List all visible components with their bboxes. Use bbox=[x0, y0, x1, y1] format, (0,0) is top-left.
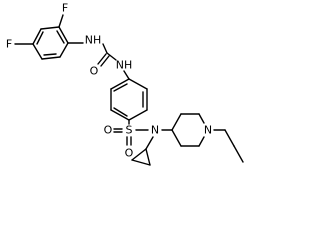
atom-o-urea: O bbox=[90, 65, 99, 78]
propyl-chain bbox=[213, 129, 244, 163]
cyclopropyl-ring bbox=[131, 148, 151, 166]
benzene-ring bbox=[110, 78, 148, 121]
bond-carbonyl-o-2 bbox=[100, 55, 110, 67]
bond-carbonyl-nh bbox=[106, 52, 117, 61]
atom-n-piperidine: N bbox=[204, 124, 212, 137]
atom-nh-left: NH bbox=[85, 34, 102, 47]
atom-o-sulfonyl-bottom: O bbox=[125, 147, 134, 160]
atom-n-sulfonamide: N bbox=[151, 124, 159, 137]
atom-f-top: F bbox=[62, 2, 68, 15]
difluorophenyl-ring bbox=[32, 26, 69, 60]
atom-nh-right: NH bbox=[116, 59, 133, 72]
molecule-diagram: F F NH O NH S O O N bbox=[6, 2, 244, 166]
bond-nh-carbonyl bbox=[102, 43, 108, 54]
bond-n-cyclopropyl bbox=[145, 136, 154, 150]
bond-c-f-top bbox=[58, 14, 64, 28]
atom-s: S bbox=[126, 124, 133, 137]
bond-carbonyl-o-1 bbox=[97, 53, 107, 65]
atom-f-left: F bbox=[6, 38, 12, 51]
bond-nh-benzene bbox=[123, 70, 130, 80]
atom-o-sulfonyl-left: O bbox=[104, 124, 113, 137]
piperidine-ring bbox=[171, 113, 205, 147]
